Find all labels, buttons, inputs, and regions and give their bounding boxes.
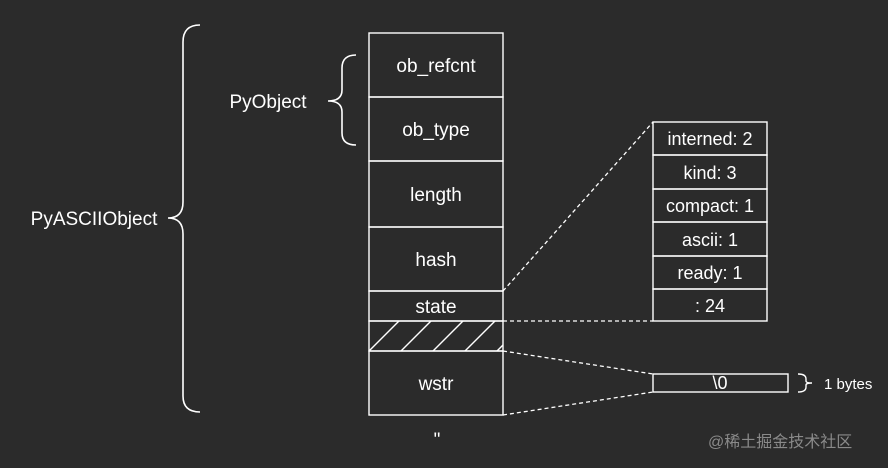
padding-hatch — [369, 321, 503, 351]
field-ob-refcnt: ob_refcnt — [396, 56, 476, 77]
pyasciiobject-label: PyASCIIObject — [31, 209, 158, 230]
field-box-wstr — [368, 350, 504, 416]
bit-padding: : 24 — [695, 296, 725, 316]
bit-ascii: ascii: 1 — [682, 230, 738, 250]
field-state: state — [415, 297, 456, 318]
field-hash: hash — [415, 250, 456, 271]
field-box-padding — [368, 320, 504, 352]
state-bitfield-table — [652, 121, 768, 322]
watermark: @稀土掘金技术社区 — [708, 433, 852, 451]
bit-compact: compact: 1 — [666, 196, 754, 216]
bit-ready: ready: 1 — [677, 263, 742, 283]
data-cell — [652, 373, 789, 393]
field-length: length — [410, 185, 462, 206]
pyasciiobject-brace — [167, 24, 201, 413]
string-literal-label: " — [434, 430, 441, 451]
field-ob-type: ob_type — [402, 120, 470, 141]
data-cell-value: \0 — [712, 373, 727, 393]
data-connectors — [502, 350, 654, 416]
data-size-label: 1 bytes — [824, 376, 872, 393]
data-size-brace — [797, 373, 813, 393]
field-wstr: wstr — [418, 374, 455, 395]
pyobject-brace — [327, 54, 357, 146]
struct-column — [368, 32, 504, 416]
bit-interned: interned: 2 — [667, 129, 752, 149]
pyobject-label: PyObject — [229, 92, 307, 113]
state-connectors — [502, 121, 654, 322]
bit-kind: kind: 3 — [683, 163, 736, 183]
